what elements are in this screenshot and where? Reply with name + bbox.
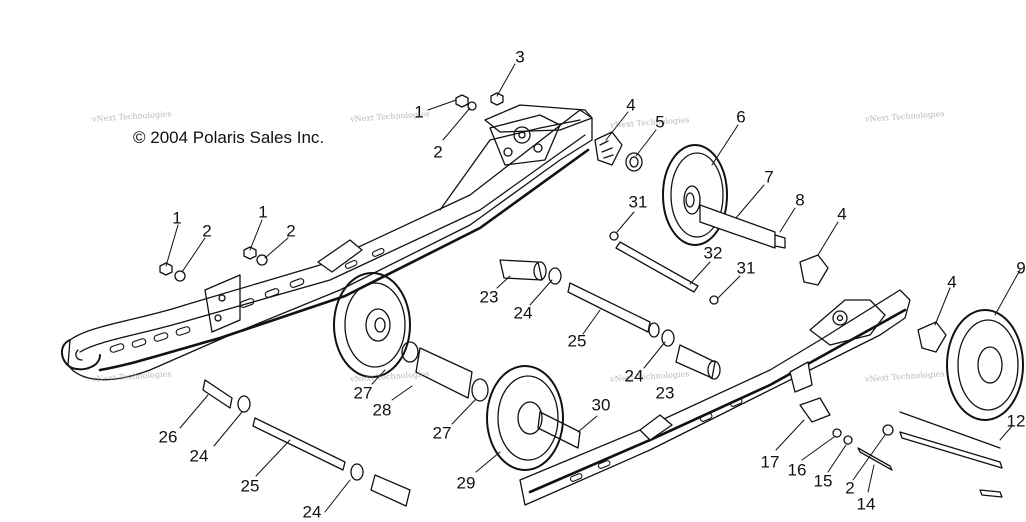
callout-2: 2	[286, 221, 296, 241]
callout-25: 25	[567, 331, 587, 351]
callout-8: 8	[795, 190, 805, 210]
callout-12: 12	[1006, 411, 1026, 431]
callout-29: 29	[456, 473, 476, 493]
parts-diagram: © 2004 Polaris Sales Inc. vNext Technolo…	[61, 47, 1026, 521]
callout-26: 26	[158, 427, 178, 447]
callout-7: 7	[764, 167, 774, 187]
callout-1: 1	[414, 102, 424, 122]
callout-1: 1	[258, 202, 268, 222]
wheel-9	[946, 309, 1024, 421]
callout-2: 2	[202, 221, 212, 241]
copyright-notice: © 2004 Polaris Sales Inc.	[133, 128, 325, 147]
callout-4: 4	[837, 204, 847, 224]
callout-31: 31	[736, 258, 756, 278]
callout-15: 15	[813, 471, 833, 491]
exploded-view-drawing	[61, 63, 1024, 513]
callout-24: 24	[624, 366, 644, 386]
callout-30: 30	[591, 395, 611, 415]
callout-2: 2	[433, 142, 443, 162]
callout-16: 16	[787, 460, 807, 480]
callout-32: 32	[703, 243, 723, 263]
callout-23: 23	[479, 287, 499, 307]
callout-5: 5	[655, 112, 665, 132]
callout-27: 27	[353, 383, 373, 403]
callout-17: 17	[760, 452, 780, 472]
callout-31: 31	[628, 192, 648, 212]
leader-lines	[165, 63, 1021, 513]
callout-25: 25	[240, 476, 260, 496]
callout-2: 2	[845, 478, 855, 498]
callout-3: 3	[515, 47, 525, 67]
callout-23: 23	[655, 383, 675, 403]
callout-4: 4	[626, 95, 636, 115]
right-hardware	[832, 411, 1003, 498]
wheel-6	[662, 144, 786, 249]
callout-24: 24	[302, 502, 322, 522]
callout-6: 6	[736, 107, 746, 127]
callout-14: 14	[856, 494, 876, 514]
wheel-27	[333, 272, 489, 402]
callout-27: 27	[432, 423, 452, 443]
wheel-29	[486, 365, 581, 471]
callout-24: 24	[513, 303, 533, 323]
lower-left-axles	[202, 379, 411, 507]
callout-9: 9	[1016, 258, 1026, 278]
left-hardware	[159, 92, 643, 282]
callout-1: 1	[172, 208, 182, 228]
callout-24: 24	[189, 446, 209, 466]
callout-28: 28	[372, 400, 392, 420]
right-rail	[519, 254, 947, 506]
middle-axles	[499, 259, 721, 380]
left-rail	[61, 104, 593, 381]
shaft-32	[609, 231, 719, 305]
callout-4: 4	[947, 272, 957, 292]
